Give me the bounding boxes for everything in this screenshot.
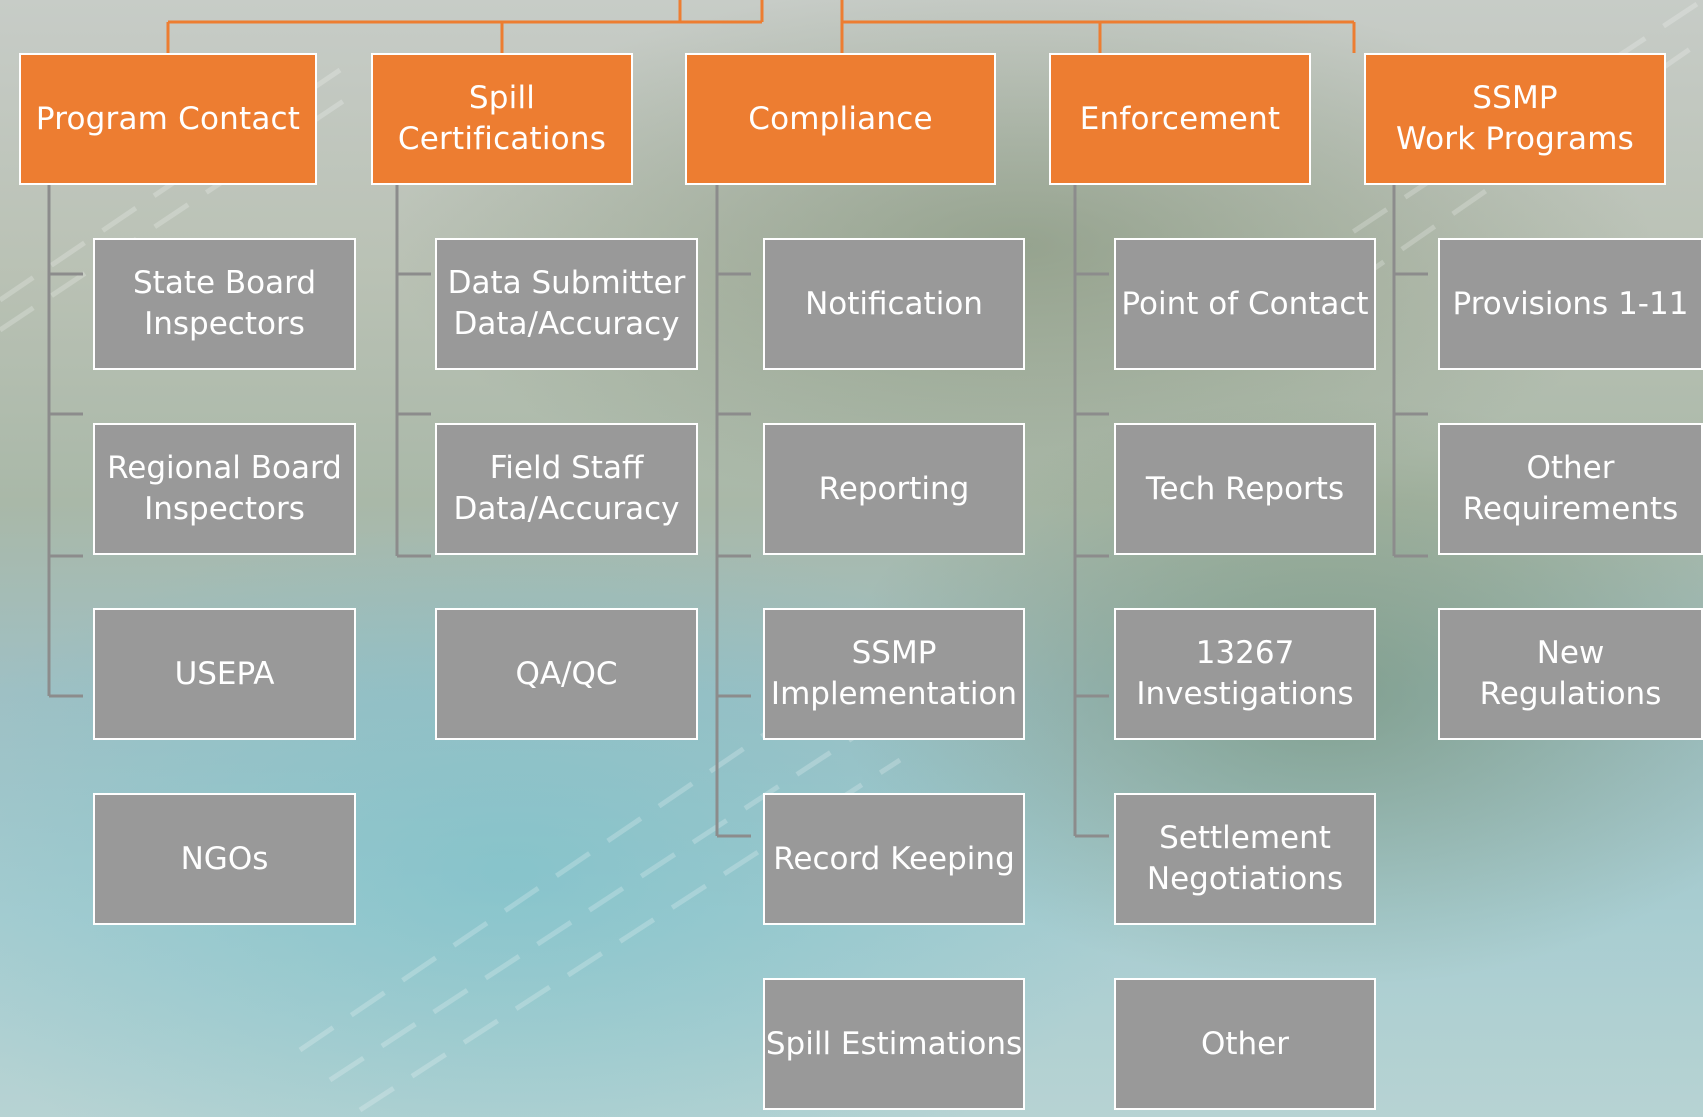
item-ssmp-work-programs-2: New Regulations — [1438, 608, 1703, 740]
item-enforcement-2: 13267 Investigations — [1114, 608, 1376, 740]
item-program-contact-3: NGOs — [93, 793, 356, 925]
item-compliance-0: Notification — [763, 238, 1025, 370]
item-compliance-3: Record Keeping — [763, 793, 1025, 925]
item-ssmp-work-programs-1: Other Requirements — [1438, 423, 1703, 555]
item-compliance-4: Spill Estimations — [763, 978, 1025, 1110]
item-compliance-1: Reporting — [763, 423, 1025, 555]
header-ssmp-work-programs: SSMP Work Programs — [1364, 53, 1666, 185]
item-enforcement-1: Tech Reports — [1114, 423, 1376, 555]
item-spill-certifications-2: QA/QC — [435, 608, 698, 740]
item-spill-certifications-1: Field Staff Data/Accuracy — [435, 423, 698, 555]
header-spill-certifications: Spill Certifications — [371, 53, 633, 185]
item-compliance-2: SSMP Implementation — [763, 608, 1025, 740]
header-enforcement: Enforcement — [1049, 53, 1311, 185]
item-program-contact-2: USEPA — [93, 608, 356, 740]
item-spill-certifications-0: Data Submitter Data/Accuracy — [435, 238, 698, 370]
item-ssmp-work-programs-0: Provisions 1-11 — [1438, 238, 1703, 370]
item-program-contact-0: State Board Inspectors — [93, 238, 356, 370]
item-enforcement-3: Settlement Negotiations — [1114, 793, 1376, 925]
header-compliance: Compliance — [685, 53, 996, 185]
item-program-contact-1: Regional Board Inspectors — [93, 423, 356, 555]
header-program-contact: Program Contact — [19, 53, 317, 185]
item-enforcement-4: Other — [1114, 978, 1376, 1110]
item-enforcement-0: Point of Contact — [1114, 238, 1376, 370]
